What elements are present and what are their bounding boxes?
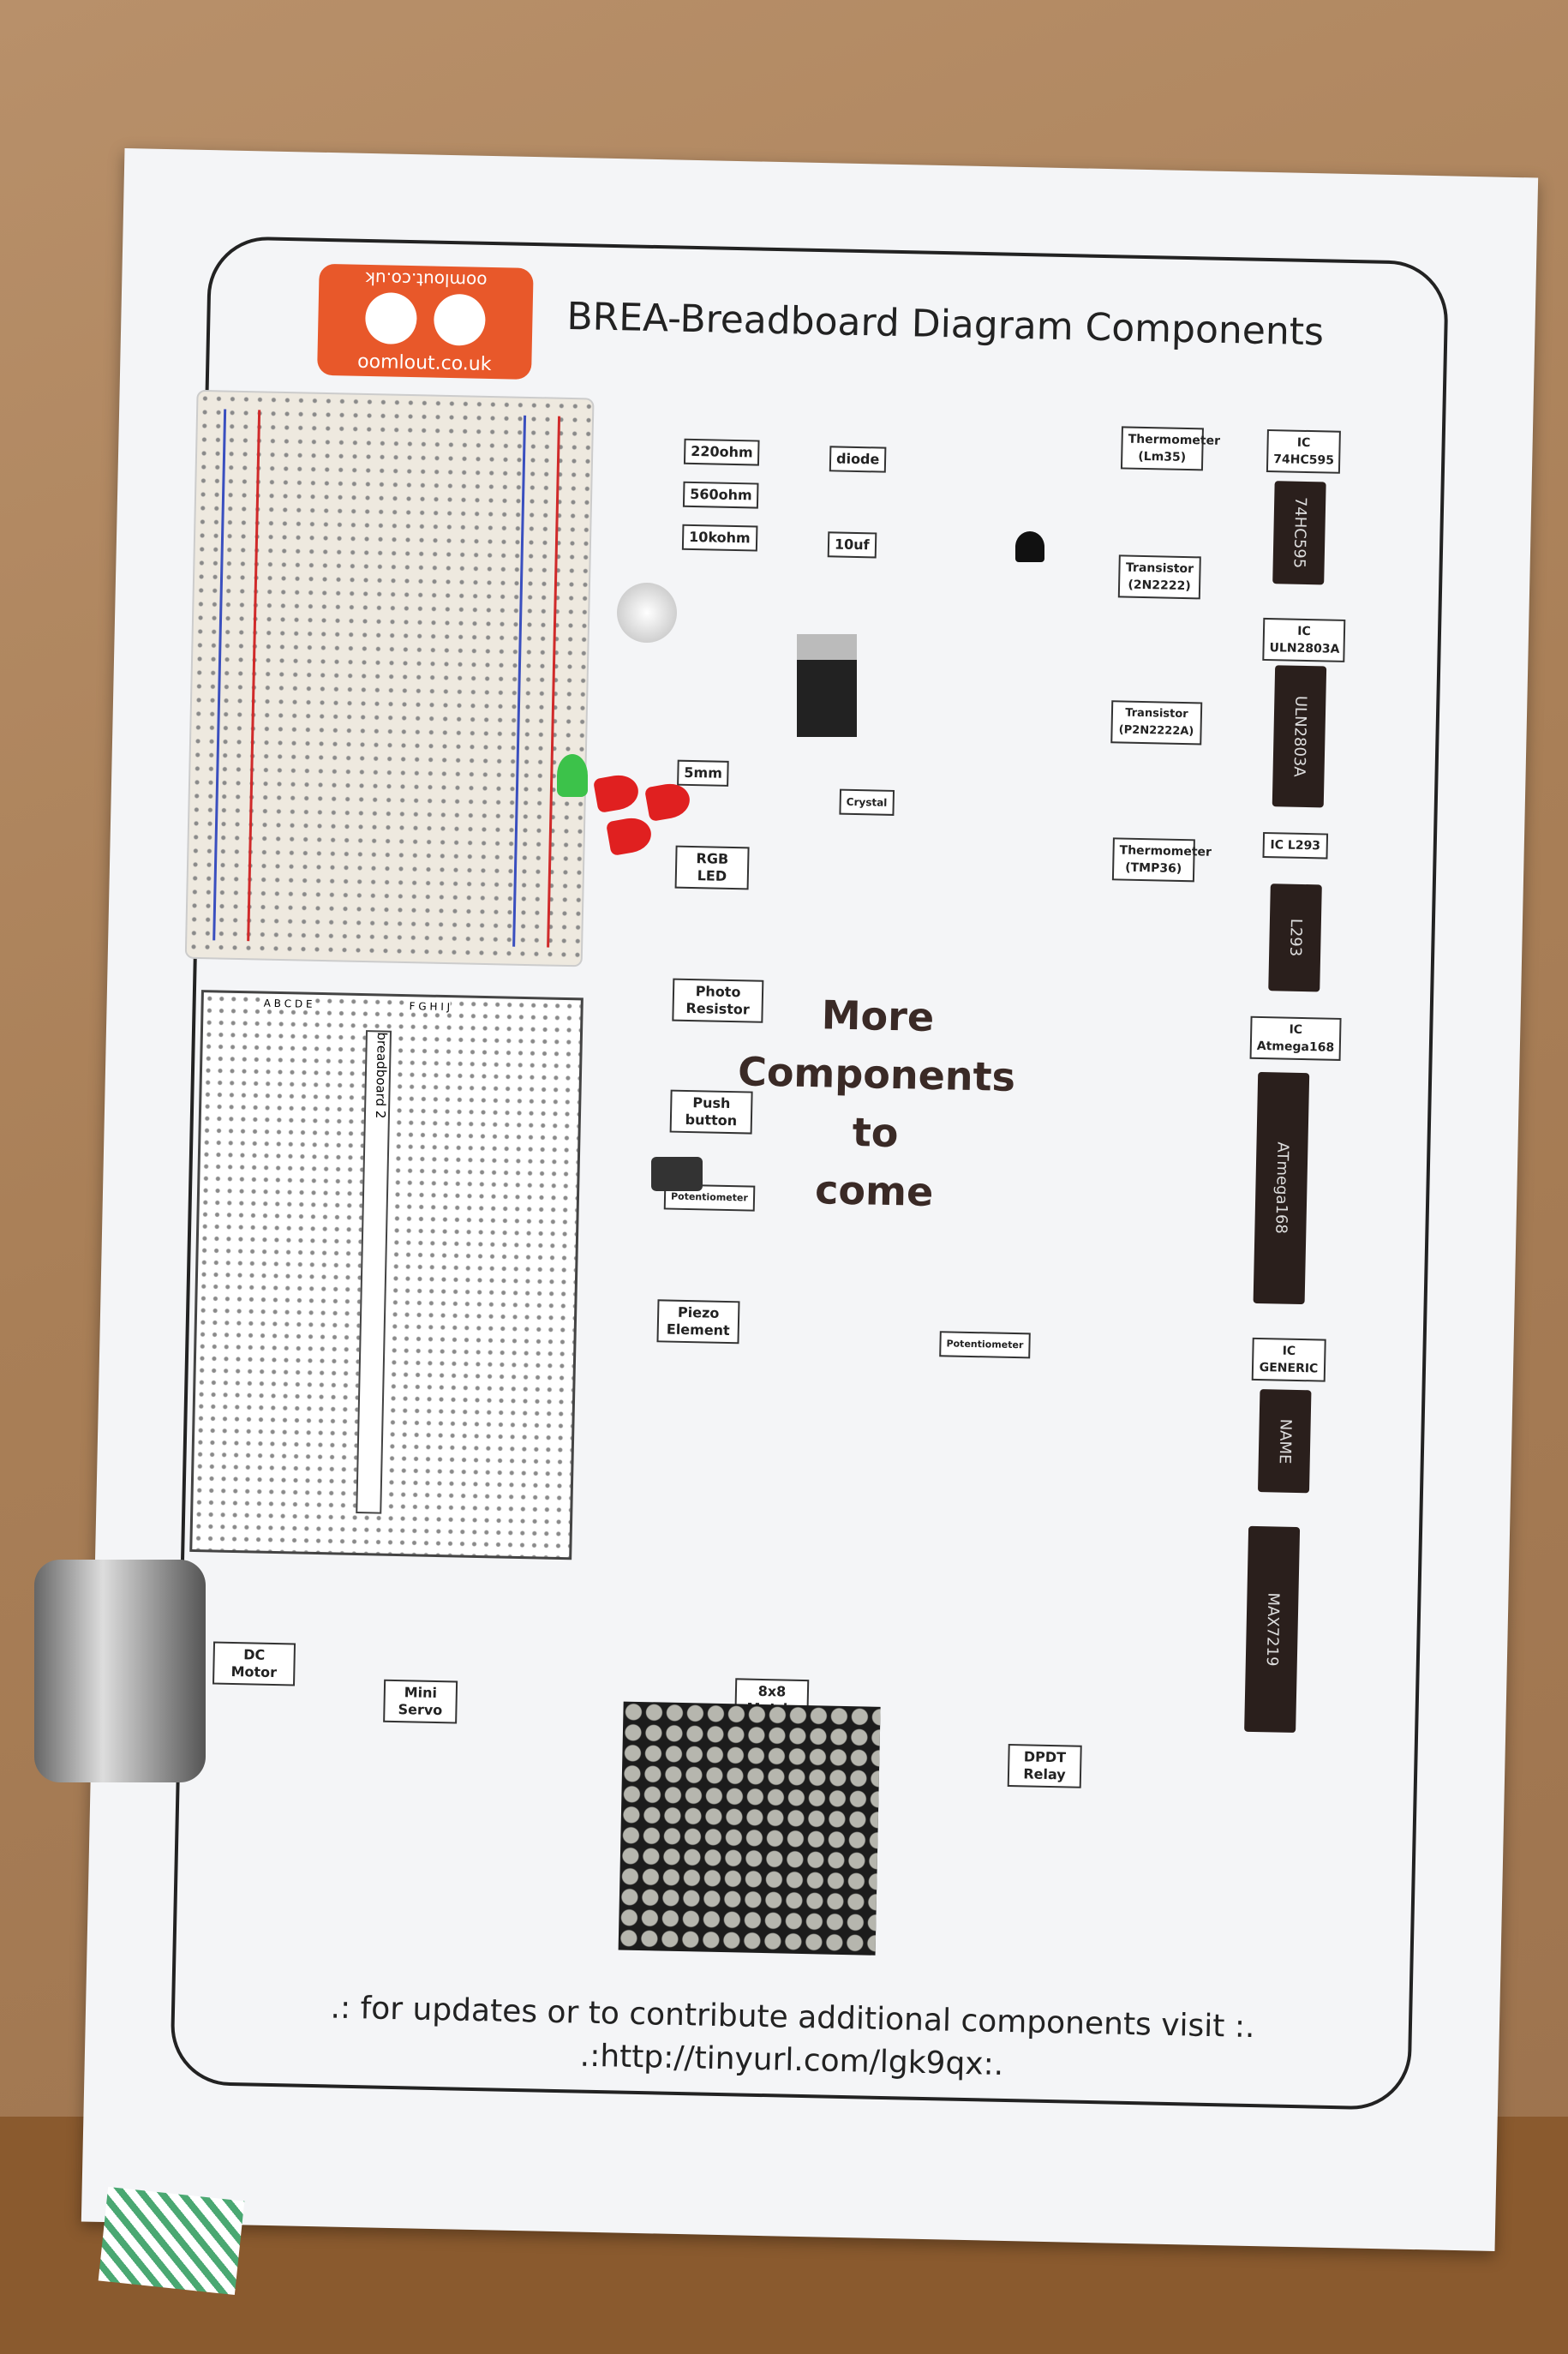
ic-generic: NAME — [1257, 1389, 1312, 1494]
capacitor-label: 10uf — [827, 531, 877, 559]
ic-74hc595-label: IC 74HC595 — [1266, 428, 1341, 474]
dc-motor-label: DC Motor — [212, 1641, 296, 1686]
p2n2222a-label: Transistor (P2N2222A) — [1110, 700, 1203, 746]
piezo-label: Piezo Element — [656, 1299, 740, 1345]
resistor-10k-label: 10kohm — [681, 524, 757, 552]
resistor-220-label: 220ohm — [683, 438, 761, 466]
logo-text-top: oomlout.co.uk — [365, 267, 488, 291]
column-labels-right: F G H I J — [409, 1000, 451, 1014]
ic-74hc595: 74HC595 — [1272, 481, 1326, 585]
tmp36-label: Thermometer (TMP36) — [1111, 837, 1212, 883]
ic-uln2803a-label: IC ULN2803A — [1262, 617, 1346, 662]
lm35-label: Thermometer (Lm35) — [1120, 426, 1220, 471]
rail-blue — [212, 409, 227, 941]
breadboard-2-label: breadboard 2 — [356, 1030, 392, 1514]
push-button — [651, 1157, 703, 1191]
more-line-1: More — [821, 991, 935, 1040]
ic-l293-label: IC L293 — [1262, 831, 1329, 860]
ic-generic-label: IC GENERIC — [1251, 1337, 1326, 1382]
clear-led — [617, 583, 677, 643]
2n2222-label: Transistor (2N2222) — [1117, 554, 1201, 600]
voltage-regulator — [797, 634, 857, 737]
diode-label: diode — [829, 446, 887, 473]
ic-uln2803a: ULN2803A — [1272, 665, 1327, 808]
logo-hole-right — [433, 293, 487, 346]
potentiometer-2-label: Potentiometer — [939, 1331, 1031, 1359]
mini-servo-label: Mini Servo — [383, 1679, 458, 1724]
logo-hole-left — [364, 291, 418, 345]
oomlout-logo: oomlout.co.uk oomlout.co.uk — [317, 263, 534, 380]
rail-blue — [512, 415, 527, 947]
rail-red — [247, 410, 261, 942]
resistor-560-label: 560ohm — [682, 481, 759, 509]
ic-l293: L293 — [1268, 883, 1322, 992]
rail-red — [547, 416, 561, 948]
led-5mm-label: 5mm — [677, 759, 730, 787]
logo-text-bottom: oomlout.co.uk — [356, 350, 492, 376]
crystal-label: Crystal — [839, 788, 895, 816]
relay-label: DPDT Relay — [1007, 1743, 1082, 1788]
ic-atmega168-label: IC Atmega168 — [1249, 1015, 1342, 1061]
rgb-led-label: RGB LED — [674, 845, 750, 890]
green-led — [557, 754, 588, 797]
ic-max7219: MAX7219 — [1244, 1525, 1301, 1734]
printed-breadboard-2: breadboard 2 A B C D E F G H I J — [189, 990, 584, 1560]
column-labels-left: A B C D E — [263, 997, 313, 1010]
physical-breadboard — [184, 389, 595, 967]
more-components-text: More Components to come — [660, 982, 1093, 1224]
transistor — [1015, 531, 1044, 562]
more-line-4: come — [814, 1166, 934, 1216]
led-matrix-8x8 — [618, 1701, 881, 1956]
ic-atmega168: ATmega168 — [1253, 1071, 1310, 1305]
tape-sticker — [98, 2186, 245, 2296]
breadboard-diagram-sheet: oomlout.co.uk oomlout.co.uk BREA-Breadbo… — [81, 147, 1539, 2252]
more-line-2: Components — [737, 1048, 1016, 1100]
dc-motor — [34, 1560, 206, 1782]
more-line-3: to — [852, 1109, 900, 1157]
